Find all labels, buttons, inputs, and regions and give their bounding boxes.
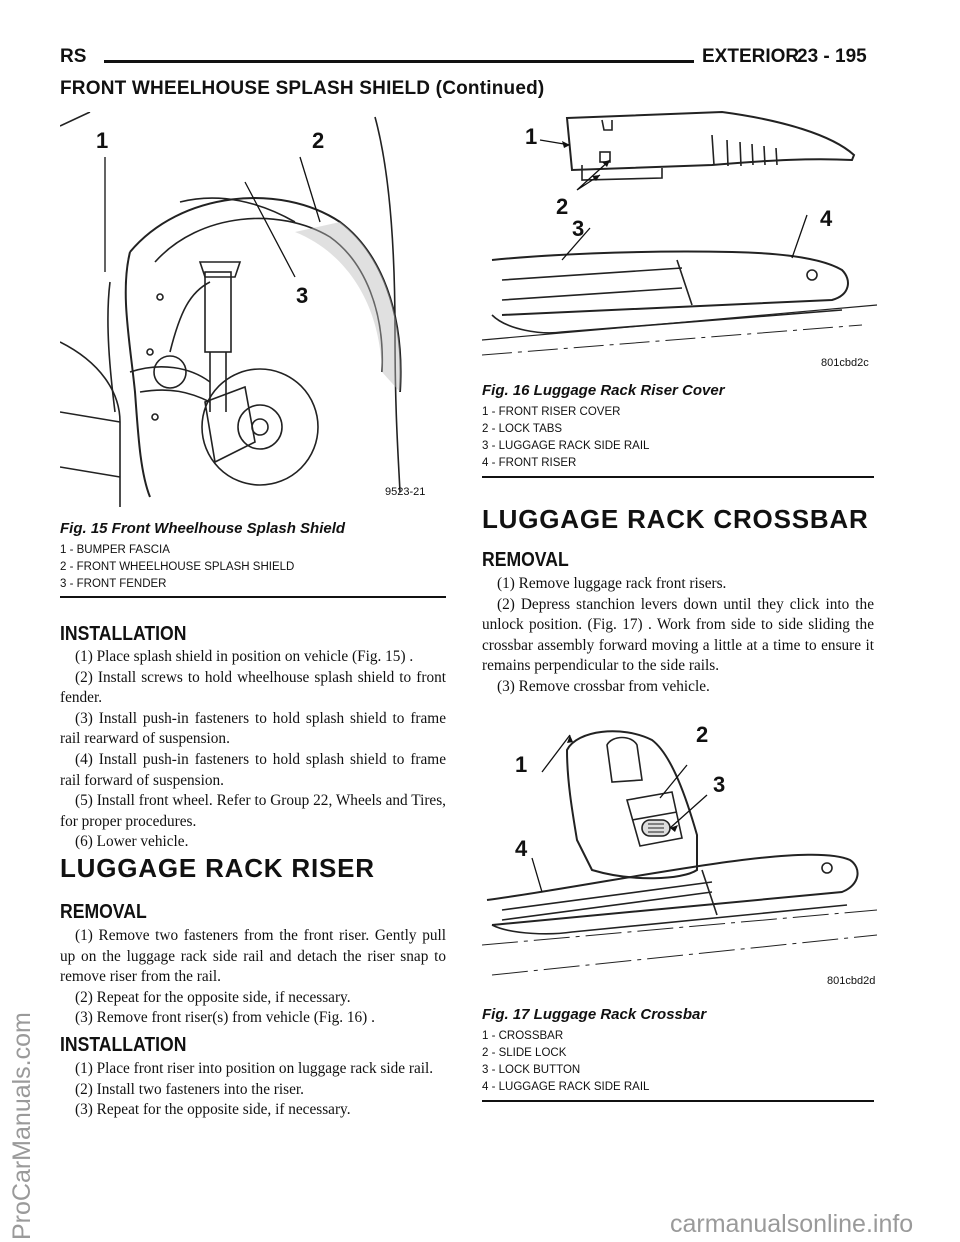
installation2-steps: (1) Place front riser into position on l… bbox=[60, 1059, 446, 1121]
fig16-callout-1: 1 bbox=[525, 124, 538, 149]
riser-heading: LUGGAGE RACK RISER bbox=[60, 853, 375, 883]
installation-heading: INSTALLATION bbox=[60, 623, 187, 645]
fig17-code: 801cbd2d bbox=[827, 975, 876, 987]
legend-item: 3 - LUGGAGE RACK SIDE RAIL bbox=[482, 440, 650, 452]
step: (2) Repeat for the opposite side, if nec… bbox=[75, 988, 351, 1006]
step: (1) Place splash shield in position on v… bbox=[75, 648, 414, 665]
crossbar-heading: LUGGAGE RACK CROSSBAR bbox=[482, 504, 869, 534]
legend-item: 3 - LOCK BUTTON bbox=[482, 1064, 581, 1076]
fig15-rule bbox=[60, 596, 446, 598]
removal-heading: REMOVAL bbox=[60, 901, 147, 923]
fig15-callout-2: 2 bbox=[312, 128, 325, 153]
legend-item: 4 - FRONT RISER bbox=[482, 457, 577, 469]
header-section: EXTERIOR bbox=[702, 46, 800, 67]
fig17-callout-2: 2 bbox=[696, 722, 709, 747]
step: (3) Remove crossbar from vehicle. bbox=[497, 677, 710, 695]
fig17-rule bbox=[482, 1100, 874, 1102]
step: (2) Install two fasteners into the riser… bbox=[75, 1080, 304, 1098]
legend-item: 1 - CROSSBAR bbox=[482, 1030, 564, 1042]
fig15-illustration bbox=[60, 112, 402, 507]
legend-item: 2 - SLIDE LOCK bbox=[482, 1047, 567, 1059]
fig16-legend: 1 - FRONT RISER COVER 2 - LOCK TABS 3 - … bbox=[482, 404, 872, 472]
step: (5) Install front wheel. Refer to Group … bbox=[60, 792, 446, 830]
fig16-callout-2: 2 bbox=[556, 194, 569, 219]
fig17-legend: 1 - CROSSBAR 2 - SLIDE LOCK 3 - LOCK BUT… bbox=[482, 1028, 872, 1096]
step: (4) Install push-in fasteners to hold sp… bbox=[60, 750, 446, 789]
continued-title: FRONT WHEELHOUSE SPLASH SHIELD (Continue… bbox=[60, 78, 545, 99]
fig16-callout-3: 3 bbox=[572, 216, 585, 241]
footer-watermark: carmanualsonline.info bbox=[670, 1210, 914, 1238]
step: (1) Place front riser into position on l… bbox=[75, 1060, 434, 1077]
step: (1) Remove luggage rack front risers. bbox=[497, 575, 727, 592]
removal-steps: (1) Remove two fasteners from the front … bbox=[60, 926, 446, 1029]
legend-item: 2 - LOCK TABS bbox=[482, 423, 563, 435]
crossbar-removal-steps: (1) Remove luggage rack front risers. (2… bbox=[482, 574, 874, 698]
step: (3) Install push-in fasteners to hold sp… bbox=[60, 709, 446, 748]
step: (6) Lower vehicle. bbox=[75, 833, 189, 851]
step: (2) Install screws to hold wheelhouse sp… bbox=[60, 668, 446, 707]
legend-item: 1 - BUMPER FASCIA bbox=[60, 544, 170, 556]
fig16-title: Fig. 16 Luggage Rack Riser Cover bbox=[482, 382, 725, 399]
fig15-callout-3: 3 bbox=[296, 283, 309, 308]
step: (3) Repeat for the opposite side, if nec… bbox=[75, 1101, 351, 1119]
installation-steps: (1) Place splash shield in position on v… bbox=[60, 647, 446, 853]
side-watermark: ProCarManuals.com bbox=[8, 1012, 36, 1240]
legend-item: 3 - FRONT FENDER bbox=[60, 578, 167, 590]
fig16-illustration bbox=[482, 110, 877, 356]
header-left: RS bbox=[60, 46, 87, 67]
step: (3) Remove front riser(s) from vehicle (… bbox=[75, 1009, 375, 1027]
fig16-callout-4: 4 bbox=[820, 206, 833, 231]
header-page: 23 - 195 bbox=[797, 46, 867, 67]
fig16-code: 801cbd2c bbox=[821, 357, 869, 369]
fig15-title: Fig. 15 Front Wheelhouse Splash Shield bbox=[60, 520, 346, 537]
step: (2) Depress stanchion levers down until … bbox=[482, 595, 874, 675]
fig17-callout-4: 4 bbox=[515, 836, 528, 861]
fig15-code: 9523-21 bbox=[385, 486, 426, 498]
legend-item: 4 - LUGGAGE RACK SIDE RAIL bbox=[482, 1081, 650, 1093]
installation2-heading: INSTALLATION bbox=[60, 1034, 187, 1056]
fig17-callout-1: 1 bbox=[515, 752, 528, 777]
legend-item: 2 - FRONT WHEELHOUSE SPLASH SHIELD bbox=[60, 561, 295, 573]
crossbar-removal-heading: REMOVAL bbox=[482, 549, 569, 571]
step: (1) Remove two fasteners from the front … bbox=[60, 927, 446, 986]
fig17-illustration bbox=[482, 730, 877, 976]
fig16-rule bbox=[482, 476, 874, 478]
header-rule bbox=[104, 60, 694, 63]
fig17-title: Fig. 17 Luggage Rack Crossbar bbox=[482, 1006, 707, 1023]
fig15-callout-1: 1 bbox=[96, 128, 109, 153]
legend-item: 1 - FRONT RISER COVER bbox=[482, 406, 621, 418]
fig17-callout-3: 3 bbox=[713, 772, 726, 797]
fig15-legend: 1 - BUMPER FASCIA 2 - FRONT WHEELHOUSE S… bbox=[60, 542, 440, 593]
